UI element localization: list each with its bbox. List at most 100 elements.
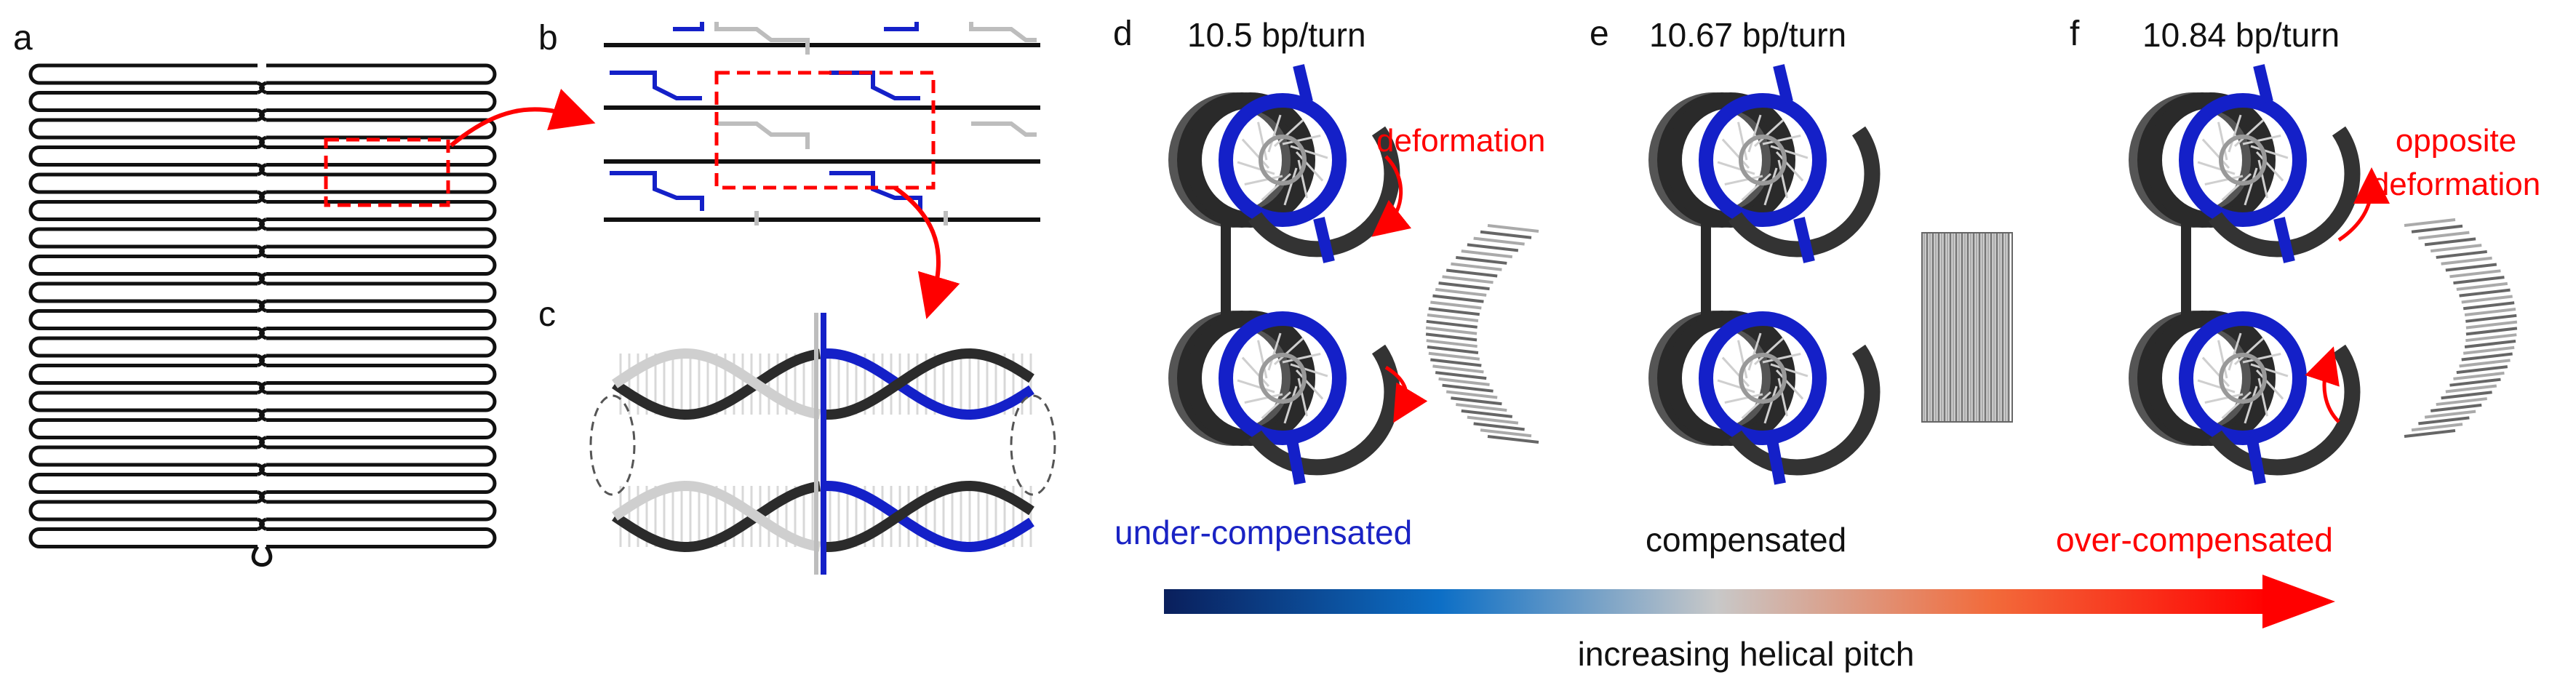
bundle-side-strand <box>2404 218 2456 227</box>
bundle-side-strand <box>2418 231 2470 240</box>
bundle-side-strand <box>1445 268 1498 278</box>
panel-f-title: 10.84 bp/turn <box>2142 16 2340 54</box>
helix-core-mesh <box>1283 167 1298 206</box>
helix-ring-blue <box>1219 311 1347 445</box>
helix-core-mesh <box>1762 353 1801 364</box>
panel-label-b: b <box>538 19 558 57</box>
helix-core-mesh <box>1295 369 1324 400</box>
bundle-side-strand <box>2436 249 2487 259</box>
panel-c-upper-helix-strand-dark <box>612 348 821 420</box>
helix-core-mesh <box>1241 356 1270 388</box>
helix-core-mesh <box>1237 379 1275 394</box>
helix-core-mesh <box>1721 138 1750 169</box>
helix-core-mesh <box>2250 363 2289 378</box>
bundle-side-strand <box>1461 409 1513 418</box>
bundle-side-strand <box>2456 281 2508 291</box>
panel-c-upper-helix-strand-blue <box>821 348 1034 420</box>
blue-staple-end <box>2253 64 2273 103</box>
helix-outer-arc <box>1728 126 1881 257</box>
panel-b-staple <box>610 171 704 211</box>
panel-b-staple <box>610 22 704 100</box>
panel-f-note-line2: deformation <box>2372 167 2540 202</box>
bundle-side-strand <box>1435 287 1487 297</box>
panel-e-helix-model <box>1648 64 2013 485</box>
panel-c-lower-helix-strand-dark <box>612 481 821 553</box>
bundle-side-strand <box>2453 276 2505 285</box>
helix-core-mesh <box>1282 353 1321 364</box>
deformation-arrow <box>2305 346 2340 423</box>
helix-core <box>1739 135 1787 185</box>
panel-c-right-crossover-ring <box>1010 394 1056 496</box>
helix-core <box>2219 135 2267 185</box>
bundle-side-strand <box>1467 243 1519 252</box>
helix-core-mesh <box>2217 121 2228 161</box>
bundle-side-strand <box>1445 390 1498 399</box>
bundle-side-strand <box>1427 345 1479 354</box>
helix-ring-dark <box>2146 92 2276 228</box>
bundle-side-strand <box>1442 275 1494 284</box>
bundle-side-strand <box>1426 319 1478 329</box>
bundle-side-strand <box>2464 308 2516 317</box>
helix-core-mesh <box>1237 161 1275 175</box>
panel-f-helix-model <box>2129 64 2518 485</box>
helix-core-mesh <box>2244 167 2258 206</box>
bundle-side-strand <box>2441 391 2492 400</box>
bundle-side-strand <box>2465 327 2518 336</box>
panel-c-lower-helix-strand-blue <box>821 480 1034 553</box>
panel-f-note-line1: opposite <box>2396 123 2516 159</box>
blue-staple-end <box>1313 217 1335 263</box>
helix-core-mesh <box>1741 391 1772 420</box>
deformation-arrow <box>1384 365 1428 423</box>
pitch-axis-label: increasing helical pitch <box>1578 635 1915 673</box>
bundle-side-strand <box>1467 415 1519 425</box>
bundle-side-strand <box>2411 224 2463 233</box>
helix-core-mesh <box>1747 114 1762 153</box>
bundle-side-strand <box>1487 435 1539 444</box>
helix-core-mesh <box>2228 332 2242 371</box>
helix-core-mesh <box>2197 161 2236 175</box>
panel-e-title: 10.67 bp/turn <box>1649 16 1846 54</box>
bundle-side-strand <box>1425 326 1478 335</box>
bundle-side-strand <box>2463 346 2515 355</box>
panel-a-scaffold-loops <box>28 63 497 548</box>
bundle-side-outline <box>1921 232 2013 423</box>
pitch-gradient-bar <box>1164 589 2270 614</box>
bundle-side-strand <box>1428 307 1480 316</box>
helix-core-mesh <box>1267 114 1282 153</box>
helix-core-mesh <box>1297 378 1308 417</box>
helix-core-mesh <box>1721 356 1750 388</box>
helix-ring-dark <box>1186 92 1315 228</box>
helix-outer-arc <box>2208 344 2361 476</box>
helix-core-mesh <box>1283 386 1298 424</box>
helix-outer-arc <box>1728 344 1881 476</box>
panel-c-double-helix <box>589 313 1056 575</box>
bundle-side-strand <box>2465 333 2517 343</box>
panel-label-c: c <box>538 295 556 334</box>
bundle-side-strand <box>2430 403 2482 412</box>
helix-core-mesh <box>1737 340 1748 379</box>
bundle-side-strand <box>1451 396 1502 406</box>
pitch-gradient-arrowhead <box>2262 575 2335 628</box>
helix-core-mesh <box>2233 119 2265 148</box>
blue-staple-end <box>2246 435 2266 485</box>
helix-core-mesh <box>1244 393 1283 404</box>
panel-b-staple <box>829 22 920 100</box>
helix-ring-dark <box>1666 311 1795 446</box>
bundle-side-strand <box>1432 294 1484 303</box>
helix-core-mesh <box>1770 145 1809 159</box>
bundle-side-strand <box>2461 295 2513 304</box>
bundle-side-strand <box>2465 313 2517 323</box>
bundle-side-strand <box>1487 224 1539 233</box>
helix-core-mesh <box>1257 121 1268 161</box>
helix-core-mesh <box>1753 119 1785 148</box>
deformation-arrow <box>1371 155 1412 237</box>
helix-core-mesh <box>2228 114 2242 153</box>
panel-a-seam-links <box>256 81 268 531</box>
helix-core-mesh <box>2250 145 2289 159</box>
helix-core-mesh <box>1753 337 1785 366</box>
panel-d-deformation-note: deformation <box>1376 123 1545 159</box>
helix-core-mesh <box>1747 332 1762 371</box>
panel-label-f: f <box>2070 15 2080 53</box>
helix-ring-blue <box>1699 311 1827 445</box>
